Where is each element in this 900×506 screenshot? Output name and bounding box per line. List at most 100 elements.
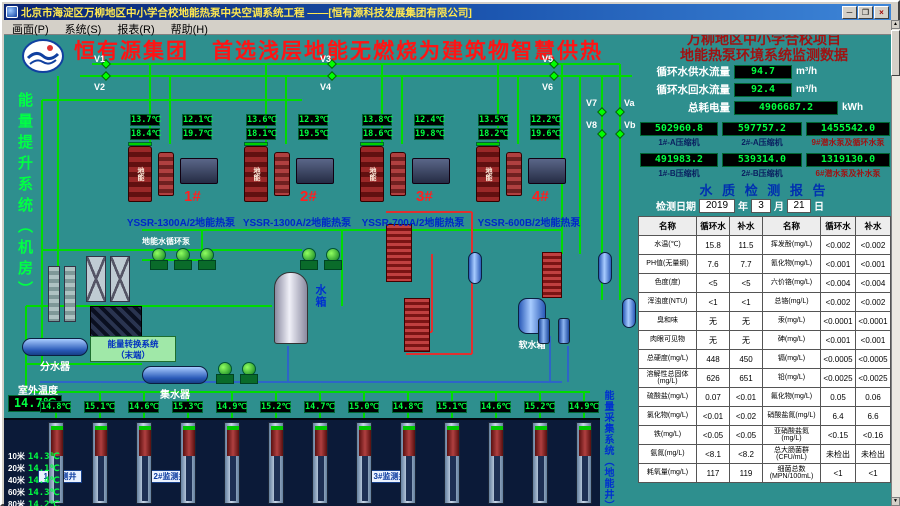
pump-base [324,260,342,270]
depth-label: 10米 [8,452,25,461]
unit-number: 1# [184,188,201,205]
pump-base [216,374,234,384]
param-value: <5 [729,273,763,293]
energy-counter-value: 1319130.0 [806,153,890,167]
well-temp-led: 15.2℃ [524,401,556,413]
param-name: PH值(无量纲) [638,254,697,274]
submersible-pump [579,426,591,456]
param-value: <0.05 [696,425,730,445]
well-casing-slot [582,427,588,501]
well-casing-slot [54,427,60,501]
unit-temp-led: 19.6℃ [530,128,562,140]
param-value: <1 [855,463,891,483]
heat-pump-vessel: 地能 [476,146,500,202]
scrollbar-thumb[interactable] [891,30,900,76]
heat-pump-vessel-2 [506,152,522,196]
param-value: 7.6 [696,254,730,274]
vertical-scrollbar[interactable] [891,20,900,506]
well-temp-led: 15.1℃ [436,401,468,413]
param-value: <8.2 [729,444,763,464]
flow-value-led: 4906687.2 [734,100,838,115]
air-separator [468,252,482,284]
well-12 [532,422,548,504]
param-value: 651 [729,368,763,388]
report-day-field[interactable]: 21 [787,198,811,213]
maximize-button[interactable]: ❐ [858,5,873,19]
unit-temp-led: 12.1℃ [182,114,214,126]
param-name: 硫酸盐(mg/L) [638,387,697,407]
report-month-field[interactable]: 3 [751,198,771,213]
vessel-label: 地能 [253,167,260,181]
param-value: <0.004 [855,273,891,293]
report-col-header: 循环水 [696,216,730,236]
submersible-pump [227,426,239,456]
minimize-button[interactable]: ─ [842,5,857,19]
unit-temp-led: 19.8℃ [414,128,446,140]
unit-temp-led: 19.7℃ [182,128,214,140]
param-name: 铅(mg/L) [762,368,821,388]
param-value: 无 [696,330,730,350]
param-name: 六价铬(mg/L) [762,273,821,293]
submersible-pump [139,426,151,456]
param-name: 浑浊度(NTU) [638,292,697,312]
well-3 [136,422,152,504]
well-5 [224,422,240,504]
menu-item-3[interactable]: 报表(R) [117,24,155,36]
valve-label-V1: V1 [94,54,106,64]
energy-counter-value: 502960.8 [640,122,718,136]
close-button[interactable]: × [874,5,889,19]
well-temp-led: 14.9℃ [568,401,600,413]
param-value: <1 [729,292,763,312]
plate-heat-exchanger [542,252,562,298]
scroll-up-arrow[interactable]: ▲ [891,20,900,29]
report-year-field[interactable]: 2019 [699,198,735,213]
well-1 [48,422,64,504]
param-value: <0.0001 [855,311,891,331]
param-value: <0.0025 [820,368,856,388]
scroll-down-arrow[interactable]: ▼ [891,497,900,506]
energy-counter-value: 597757.2 [722,122,802,136]
well-10 [444,422,460,504]
param-name: 亚硝酸盐氮(mg/L) [762,425,821,445]
air-separator [622,298,636,328]
well-temp-led: 14.7℃ [304,401,336,413]
vessel-cap [476,142,500,146]
makeup-pump [558,318,570,344]
window-title: 北京市海淀区万柳地区中小学合校地能热泵中央空调系统工程 ——[恒有源科技发展集团… [21,6,472,19]
param-name: 水温(℃) [638,235,697,255]
well-temp-led: 15.0℃ [348,401,380,413]
menu-item-2[interactable]: 系统(S) [64,24,102,36]
valve-label-Vb: Vb [624,120,636,130]
param-value: 0.05 [820,387,856,407]
param-value: <0.001 [855,330,891,350]
param-name: 耗氧量(mg/L) [638,463,697,483]
unit-temp-led: 18.1℃ [246,128,278,140]
valve-label-V2: V2 [94,82,106,92]
param-value: 无 [729,330,763,350]
heat-pump-vessel: 地能 [244,146,268,202]
end-system-label2: （末端） [115,350,150,361]
menu-item-1[interactable]: 画面(P) [12,24,49,36]
well-casing-slot [450,427,456,501]
param-name: 镉(mg/L) [762,349,821,369]
well-temp-led: 14.8℃ [392,401,424,413]
energy-counter-label: 1#-B压缩机 [658,169,700,178]
depth-temp-value: 14.3℃ [27,488,60,498]
company-logo-icon [20,38,66,74]
well-2 [92,422,108,504]
well-casing-slot [362,427,368,501]
param-value: <0.0025 [855,368,891,388]
param-name: 色度(度) [638,273,697,293]
param-value: 448 [696,349,730,369]
menu-item-4[interactable]: 帮助(H) [170,24,208,36]
depth-label: 80米 [8,500,25,506]
